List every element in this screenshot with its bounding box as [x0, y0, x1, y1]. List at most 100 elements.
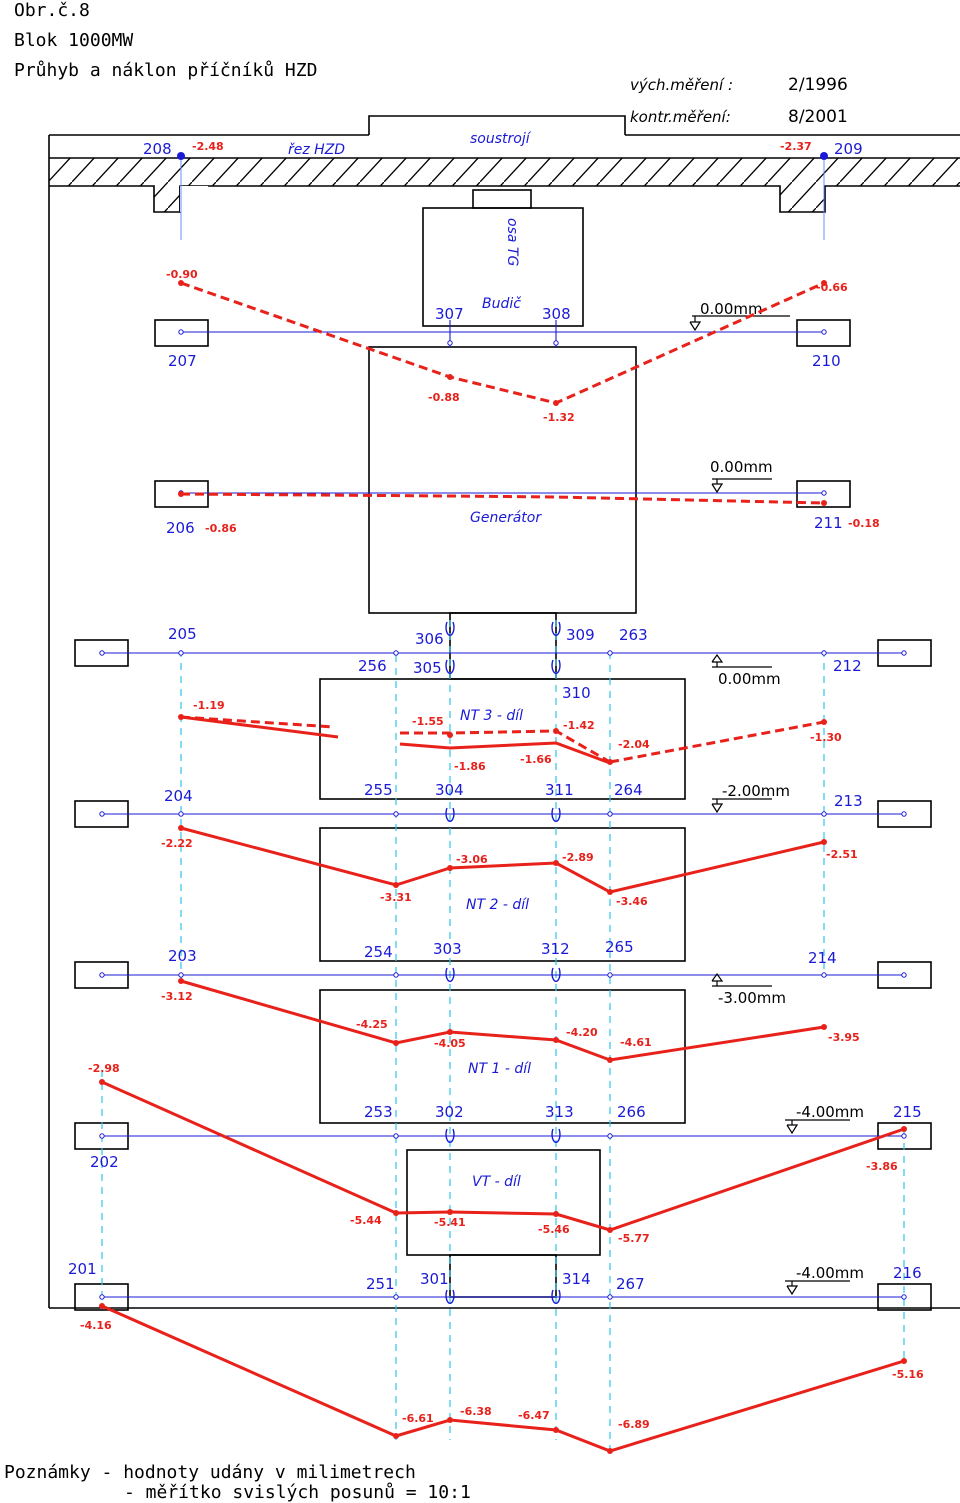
value-254: -4.25 [356, 1018, 388, 1031]
exciter-label: Budič [482, 296, 521, 312]
point-label-216: 216 [893, 1264, 922, 1282]
value-311: -2.89 [562, 851, 594, 864]
hatched-support-right [780, 186, 825, 212]
value-202: -2.98 [88, 1062, 120, 1075]
point-label-302: 302 [435, 1103, 464, 1121]
point-label-304: 304 [435, 781, 464, 799]
point-label-202: 202 [90, 1153, 119, 1171]
level-mark-vt: -4.00mm [796, 1103, 864, 1121]
machine-set-label: soustrojí [470, 131, 532, 147]
point-label-254: 254 [364, 943, 393, 961]
initial-measurement-value: 2/1996 [788, 75, 848, 95]
vertical-axes [101, 620, 905, 1450]
point-label-267: 267 [616, 1275, 645, 1293]
point-label-204: 204 [164, 787, 193, 805]
value-255: -3.31 [380, 891, 412, 904]
value-267: -6.89 [618, 1418, 650, 1431]
point-label-210: 210 [812, 352, 841, 370]
value-303: -4.05 [434, 1037, 466, 1050]
value-310: -1.42 [563, 719, 595, 732]
value-213: -2.51 [826, 848, 858, 861]
point-label-209: 209 [834, 140, 863, 158]
value-263: -2.04 [618, 738, 650, 751]
nt3-label: NT 3 - díl [460, 708, 523, 724]
value-253: -5.44 [350, 1214, 382, 1227]
value-203: -3.12 [161, 990, 193, 1003]
level-mark-nt1: -3.00mm [718, 989, 786, 1007]
level-mark-nt3: 0.00mm [718, 670, 781, 688]
value-nt3-middle: -1.66 [520, 753, 552, 766]
value-314: -6.47 [518, 1409, 550, 1422]
value-302: -5.41 [434, 1216, 466, 1229]
bearing-markers [445, 621, 561, 1304]
level-mark-generator: 0.00mm [710, 458, 773, 476]
value-206: -0.86 [205, 522, 237, 535]
value-307: -0.88 [428, 391, 460, 404]
point-label-308: 308 [542, 305, 571, 323]
point-label-203: 203 [168, 947, 197, 965]
point-label-212: 212 [833, 657, 862, 675]
control-measurement-value: 8/2001 [788, 107, 848, 127]
nt2-label: NT 2 - díl [466, 897, 529, 913]
figure-number: Obr.č.8 [14, 0, 90, 21]
value-nt3-right: -1.86 [454, 760, 486, 773]
value-304: -3.06 [456, 853, 488, 866]
notes-line-2: - měřítko svislých posunů = 10:1 [124, 1482, 471, 1503]
point-label-311: 311 [545, 781, 574, 799]
value-212: -1.30 [810, 731, 842, 744]
vt-label: VT - díl [472, 1174, 521, 1190]
value-201: -4.16 [80, 1319, 112, 1332]
equipment-outlines [74, 189, 932, 1311]
hatched-slab [49, 158, 960, 186]
tg-axis-label: osa TG [504, 218, 520, 266]
point-label-312: 312 [541, 940, 570, 958]
point-label-215: 215 [893, 1103, 922, 1121]
deflection-points [99, 280, 907, 1454]
point-label-206: 206 [166, 519, 195, 537]
point-label-313: 313 [545, 1103, 574, 1121]
level-mark-bottom: -4.00mm [796, 1264, 864, 1282]
value-205: -1.19 [193, 699, 225, 712]
value-308: -1.32 [543, 411, 575, 424]
point-label-201: 201 [68, 1260, 97, 1278]
point-label-214: 214 [808, 949, 837, 967]
point-label-264: 264 [614, 781, 643, 799]
point-label-307: 307 [435, 305, 464, 323]
value-313: -5.46 [538, 1223, 570, 1236]
nt1-label: NT 1 - díl [468, 1061, 531, 1077]
deflection-values: -2.48 -2.37 -0.90 -0.66 -0.88 -1.32 -0.8… [80, 140, 924, 1431]
measurement-points [99, 152, 907, 1300]
control-measurement-label: kontr.měření: [630, 108, 731, 126]
value-266: -5.77 [618, 1232, 650, 1245]
value-215: -3.86 [866, 1160, 898, 1173]
value-207: -0.90 [166, 268, 198, 281]
value-204: -2.22 [161, 837, 193, 850]
point-label-301: 301 [420, 1270, 449, 1288]
value-251: -6.61 [402, 1412, 434, 1425]
value-209: -2.37 [780, 140, 812, 153]
point-label-265: 265 [605, 938, 634, 956]
point-label-207: 207 [168, 352, 197, 370]
point-label-303: 303 [433, 940, 462, 958]
deflection-lines-solid [101, 715, 905, 1453]
point-label-211: 211 [814, 514, 843, 532]
value-211: -0.18 [848, 517, 880, 530]
block-name: Blok 1000MW [14, 30, 133, 51]
level-mark-exciter: 0.00mm [700, 300, 763, 318]
value-216: -5.16 [892, 1368, 924, 1381]
section-label: řez HZD [288, 142, 345, 158]
deflection-lines-dashed [180, 281, 825, 764]
notes-line-1: Poznámky - hodnoty udány v milimetrech [4, 1462, 416, 1483]
value-265: -4.61 [620, 1036, 652, 1049]
point-label-213: 213 [834, 792, 863, 810]
point-label-306: 306 [415, 630, 444, 648]
point-label-263: 263 [619, 626, 648, 644]
generator-label: Generátor [470, 510, 542, 526]
value-210: -0.66 [816, 281, 848, 294]
point-label-305: 305 [413, 659, 442, 677]
point-label-256: 256 [358, 657, 387, 675]
point-number-labels: 208 209 207 210 307 308 206 211 205 306 … [68, 140, 922, 1293]
value-305: -1.55 [412, 715, 444, 728]
point-label-253: 253 [364, 1103, 393, 1121]
level-mark-nt2: -2.00mm [722, 782, 790, 800]
